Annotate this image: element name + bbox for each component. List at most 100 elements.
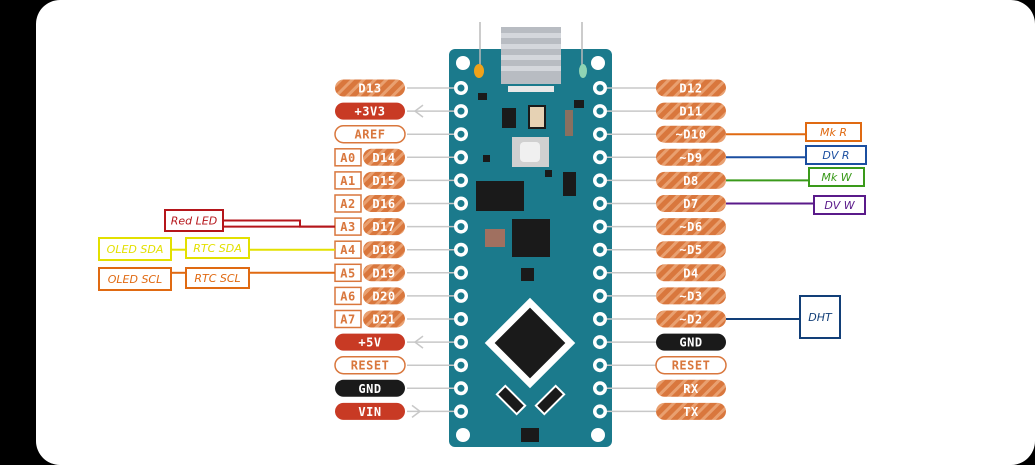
right-pin-7-pad-hole <box>596 246 604 254</box>
right-pin-11-pad-hole <box>596 338 604 346</box>
left-pin-1: +3V3 <box>335 102 405 120</box>
right-annotation-3-label-0: DV W <box>813 195 866 215</box>
left-pin-8-box <box>363 264 405 282</box>
left-pin-4-box <box>363 171 405 189</box>
left-annotation-2-label-0-box <box>98 267 172 291</box>
right-pin-2-label: ~D10 <box>676 128 707 142</box>
left-pin-1-box <box>335 102 405 120</box>
left-pin-1-direction-arrow <box>413 104 424 118</box>
left-pin-4-analog-box <box>334 171 362 190</box>
right-pin-9-box <box>656 287 726 305</box>
left-pin-12-pad-hole <box>457 361 465 369</box>
left-pin-11-direction-arrow <box>413 335 424 349</box>
smd-components <box>476 93 584 442</box>
left-pin-5: D16 <box>363 195 405 212</box>
right-pin-7-box <box>656 241 726 259</box>
left-pin-3-label: D14 <box>372 151 395 165</box>
right-pin-7: ~D5 <box>656 241 726 259</box>
right-annotation-3-label-0-box <box>813 195 866 215</box>
left-annotation-1-label-1: RTC SDA <box>185 237 250 259</box>
left-annotation-2-label-0-text: OLED SCL <box>108 273 163 286</box>
right-pin-8-pad-hole <box>596 269 604 277</box>
left-pin-8: D19 <box>363 264 405 282</box>
mount-hole-tr <box>591 56 605 70</box>
right-pin-10-pad-hole <box>596 315 604 323</box>
left-pin-8-analog-label: A5 <box>340 266 355 280</box>
mount-hole-tl <box>456 56 470 70</box>
left-pin-7-analog-label: A4 <box>340 243 355 257</box>
left-pin-9: D20 <box>363 287 405 305</box>
left-pin-5-box <box>363 195 405 212</box>
left-pin-11-pad-hole <box>457 338 465 346</box>
right-pin-2: ~D10 <box>656 125 726 143</box>
left-pin-10-analog-label: A7 <box>340 313 355 327</box>
left-pin-14: VIN <box>335 402 405 420</box>
left-annotation-0-label-0-box <box>164 209 224 232</box>
left-pin-14-label: VIN <box>358 405 381 419</box>
left-pin-9-label: D20 <box>372 289 395 303</box>
right-pin-8-label: D4 <box>683 266 698 280</box>
left-annotation-1-label-1-box <box>185 237 250 259</box>
left-pin-2-pad-hole <box>457 130 465 138</box>
right-pin-3: ~D9 <box>656 148 726 166</box>
right-annotation-1-label-0: DV R <box>805 145 867 165</box>
left-annotation-2-label-0: OLED SCL <box>98 267 172 291</box>
left-pin-3-box <box>363 148 405 166</box>
right-annotation-4-label-0: DHT <box>799 295 841 339</box>
right-pin-8-box <box>656 264 726 282</box>
right-pin-10-box <box>656 310 726 328</box>
left-pin-6-pad-hole <box>457 223 465 231</box>
left-annotation-2-label-1: RTC SCL <box>185 267 250 289</box>
right-pin-12: RESET <box>655 355 727 375</box>
right-pin-6: ~D6 <box>656 218 726 236</box>
right-pin-0-box <box>656 79 726 97</box>
right-pin-10-label: ~D2 <box>679 313 702 327</box>
right-pin-3-box <box>656 148 726 166</box>
left-pin-14-pad-hole <box>457 407 465 415</box>
left-pin-4-label: D15 <box>372 174 395 188</box>
left-pin-0-pad-hole <box>457 84 465 92</box>
right-pin-1-pad-hole <box>596 107 604 115</box>
status-led <box>579 64 587 78</box>
right-pin-12-box <box>655 355 727 375</box>
left-pin-2-label: AREF <box>355 128 386 142</box>
left-pin-3-analog-label: A0 <box>340 151 355 165</box>
right-annotation-1-label-0-box <box>805 145 867 165</box>
left-pin-0-label: D13 <box>358 82 381 96</box>
left-pin-9-analog-box <box>334 286 362 306</box>
right-pin-13-label: RX <box>683 382 699 396</box>
left-pin-3: D14 <box>363 148 405 166</box>
right-pin-5-label: D7 <box>683 197 698 211</box>
left-pin-7: D18 <box>363 241 405 259</box>
right-pin-13-box <box>656 379 726 397</box>
right-pin-13-pad-hole <box>596 384 604 392</box>
right-pin-13: RX <box>656 379 726 397</box>
right-pin-1-box <box>656 102 726 120</box>
left-pin-5-analog: A2 <box>334 194 362 213</box>
right-pin-7-label: ~D5 <box>679 243 702 257</box>
left-pin-3-analog: A0 <box>334 148 362 167</box>
left-pin-12-label: RESET <box>351 359 390 373</box>
right-annotation-0-label-0: Mk R <box>805 122 862 142</box>
left-pin-10-box <box>363 310 405 328</box>
left-pin-6: D17 <box>363 218 405 236</box>
left-pin-10: D21 <box>363 310 405 328</box>
right-pin-11-label: GND <box>679 336 702 350</box>
power-led <box>474 64 484 78</box>
left-pin-3-analog-box <box>334 148 362 167</box>
right-annotation-4-label-0-text: DHT <box>808 311 833 324</box>
left-pin-7-analog: A4 <box>334 240 362 259</box>
right-annotation-0-label-0-text: Mk R <box>820 126 847 139</box>
left-annotation-0-route <box>223 219 335 228</box>
right-pin-12-label: RESET <box>672 359 711 373</box>
usb-connector <box>479 22 583 92</box>
left-annotation-0-label-0-text: Red LED <box>171 215 217 228</box>
left-pin-5-analog-label: A2 <box>340 197 355 211</box>
left-pin-11-box <box>335 333 405 351</box>
left-pin-10-analog: A7 <box>334 309 362 329</box>
right-pin-6-pad-hole <box>596 223 604 231</box>
left-annotation-1-label-1-text: RTC SDA <box>193 242 242 255</box>
right-pin-9-pad-hole <box>596 292 604 300</box>
right-pin-2-pad-hole <box>596 130 604 138</box>
